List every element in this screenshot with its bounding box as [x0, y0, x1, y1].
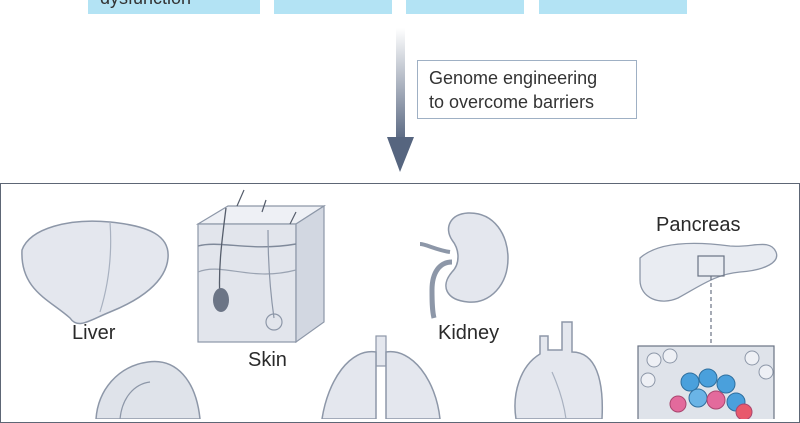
lungs-illustration [321, 335, 441, 419]
pancreas-islet-zoom [637, 345, 775, 419]
top-box-2 [274, 0, 392, 14]
eye-illustration [95, 360, 201, 419]
skin-illustration [195, 189, 327, 344]
top-box-1: dysfunction [88, 0, 260, 14]
skin-label: Skin [248, 349, 287, 371]
pancreas-label: Pancreas [656, 214, 741, 236]
liver-illustration [21, 220, 169, 325]
callout-line-2: to overcome barriers [429, 92, 595, 112]
genome-engineering-callout: Genome engineering to overcome barriers [417, 60, 637, 119]
kidney-label: Kidney [438, 322, 500, 344]
top-box-4 [539, 0, 687, 14]
heart-illustration [514, 321, 604, 419]
liver-label: Liver [72, 322, 116, 344]
kidney-illustration [419, 212, 509, 319]
callout-line-1: Genome engineering [429, 68, 598, 88]
down-arrow-head [387, 137, 414, 172]
top-box-3 [406, 0, 524, 14]
top-box-1-text: dysfunction [100, 0, 191, 9]
down-arrow-shaft [396, 28, 405, 143]
pancreas-illustration [639, 242, 778, 346]
